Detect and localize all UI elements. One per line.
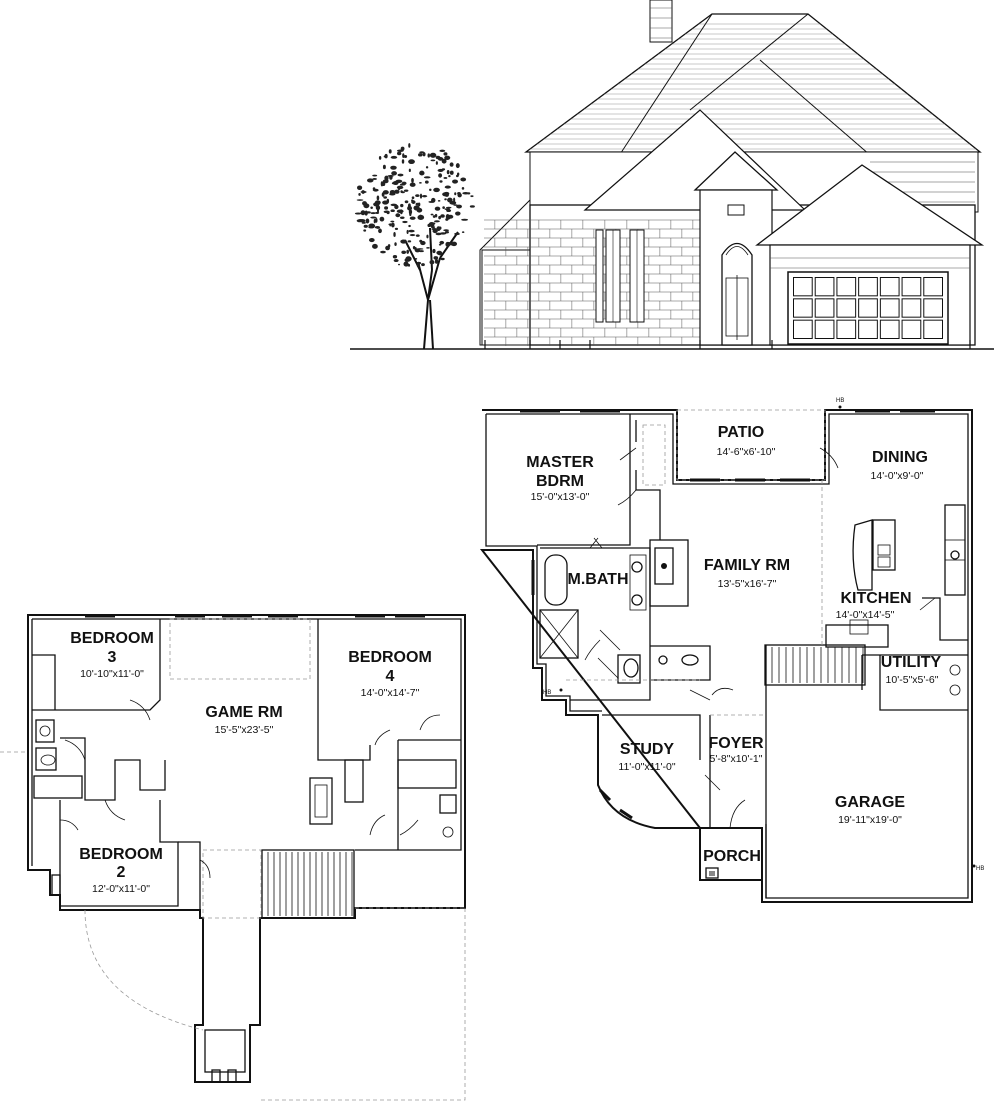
garage-door-panel: [901, 298, 922, 318]
garage-door-panel: [923, 298, 943, 318]
room-label-porch: PORCH: [703, 848, 761, 865]
garage-door-panel: [901, 319, 922, 339]
room-dims-utility: 10'-5"x5'-6": [886, 674, 939, 686]
room-label-bedroom4-line1: BEDROOM: [348, 649, 432, 666]
room-dims-dining: 14'-0"x9'-0": [871, 470, 924, 482]
room-label-foyer: FOYER: [708, 735, 764, 752]
bathtub-2: [33, 775, 83, 799]
room-label-master-line1: MASTER: [526, 454, 594, 471]
porch-outline: [699, 827, 763, 881]
garage-door-panel: [793, 319, 813, 339]
room-dims-garage: 19'-11"x19'-0": [838, 814, 902, 826]
room-label-bedroom3-line1: BEDROOM: [70, 630, 154, 647]
room-label-bedroom4-line2: 4: [386, 668, 395, 685]
garage-door-panel: [879, 298, 900, 318]
room-label-dining: DINING: [872, 449, 928, 466]
room-dims-bedroom3: 10'-10"x11'-0": [80, 668, 144, 680]
garage-door-panel: [836, 298, 857, 318]
garage-door-panel: [858, 298, 878, 318]
chimney: [649, 0, 673, 43]
door-swings: [584, 447, 936, 829]
room-label-bedroom2-line1: BEDROOM: [79, 846, 163, 863]
room-label-bedroom2-line2: 2: [117, 864, 126, 881]
room-dims-family: 13'-5"x16'-7": [718, 578, 777, 590]
first-floor-windows: [520, 409, 935, 820]
first-floor-stair: [764, 644, 866, 686]
garage-door-panel: [814, 298, 835, 318]
garage-door-panel: [858, 319, 878, 339]
garage-door-panel: [923, 277, 943, 297]
bathtub: [544, 554, 568, 606]
room-label-mbath: M.BATH: [567, 571, 628, 588]
garage-door-panel: [793, 298, 813, 318]
shower: [539, 609, 579, 659]
room-dims-master: 15'-0"x13'-0": [531, 491, 590, 503]
room-label-master-line2: BDRM: [536, 473, 584, 490]
room-dims-patio: 14'-6"x6'-10": [717, 446, 776, 458]
garage-door: [787, 271, 949, 345]
garage-door-panel: [793, 277, 813, 297]
room-label-patio: PATIO: [718, 424, 765, 441]
room-dims-game: 15'-5"x23'-5": [215, 724, 274, 736]
room-label-garage: GARAGE: [835, 794, 906, 811]
room-label-family: FAMILY RM: [704, 557, 790, 574]
tall-windows: [595, 229, 645, 323]
bathtub-3: [397, 759, 457, 789]
room-label-kitchen: KITCHEN: [840, 590, 911, 607]
room-label-game: GAME RM: [205, 704, 282, 721]
garage-door-panel: [879, 277, 900, 297]
kitchen-island: [852, 519, 873, 591]
room-label-bedroom3-line2: 3: [108, 649, 117, 666]
second-floor-plan: [0, 614, 466, 1101]
room-dims-foyer: 5'-8"x10'-1": [710, 753, 763, 765]
hb-mark-top: HB: [836, 398, 844, 404]
room-label-utility: UTILITY: [881, 654, 942, 671]
room-dims-kitchen: 14'-0"x14'-5": [836, 609, 895, 621]
garage-door-panel: [836, 277, 857, 297]
garage-door-panel: [901, 277, 922, 297]
fireplace: [649, 539, 689, 607]
room-dims-bedroom4: 14'-0"x14'-7": [361, 687, 420, 699]
garage-door-panel: [858, 277, 878, 297]
main-roof: [524, 13, 982, 153]
hb-mark-left: HB: [543, 690, 551, 696]
first-floor-labels: PATIO 14'-6"x6'-10" MASTER BDRM 15'-0"x1…: [526, 398, 984, 872]
second-floor-labels: BEDROOM 3 10'-10"x11'-0" GAME RM 15'-5"x…: [70, 630, 432, 895]
garage-door-panel: [836, 319, 857, 339]
tree: [354, 143, 475, 350]
room-dims-bedroom2: 12'-0"x11'-0": [92, 883, 150, 895]
second-floor-outer-wall: [27, 614, 466, 1083]
garage-door-panel: [923, 319, 943, 339]
garage-door-panel: [814, 277, 835, 297]
second-floor-stair: [261, 849, 355, 919]
room-dims-study: 11'-0"x11'-0": [618, 761, 675, 773]
garage-door-panel: [814, 319, 835, 339]
hb-mark-right: HB: [976, 866, 984, 872]
room-label-study: STUDY: [620, 741, 675, 758]
patio-slab: [676, 409, 826, 481]
front-elevation: [350, 0, 994, 350]
first-floor-plan: [479, 405, 976, 903]
garage-door-panel: [879, 319, 900, 339]
